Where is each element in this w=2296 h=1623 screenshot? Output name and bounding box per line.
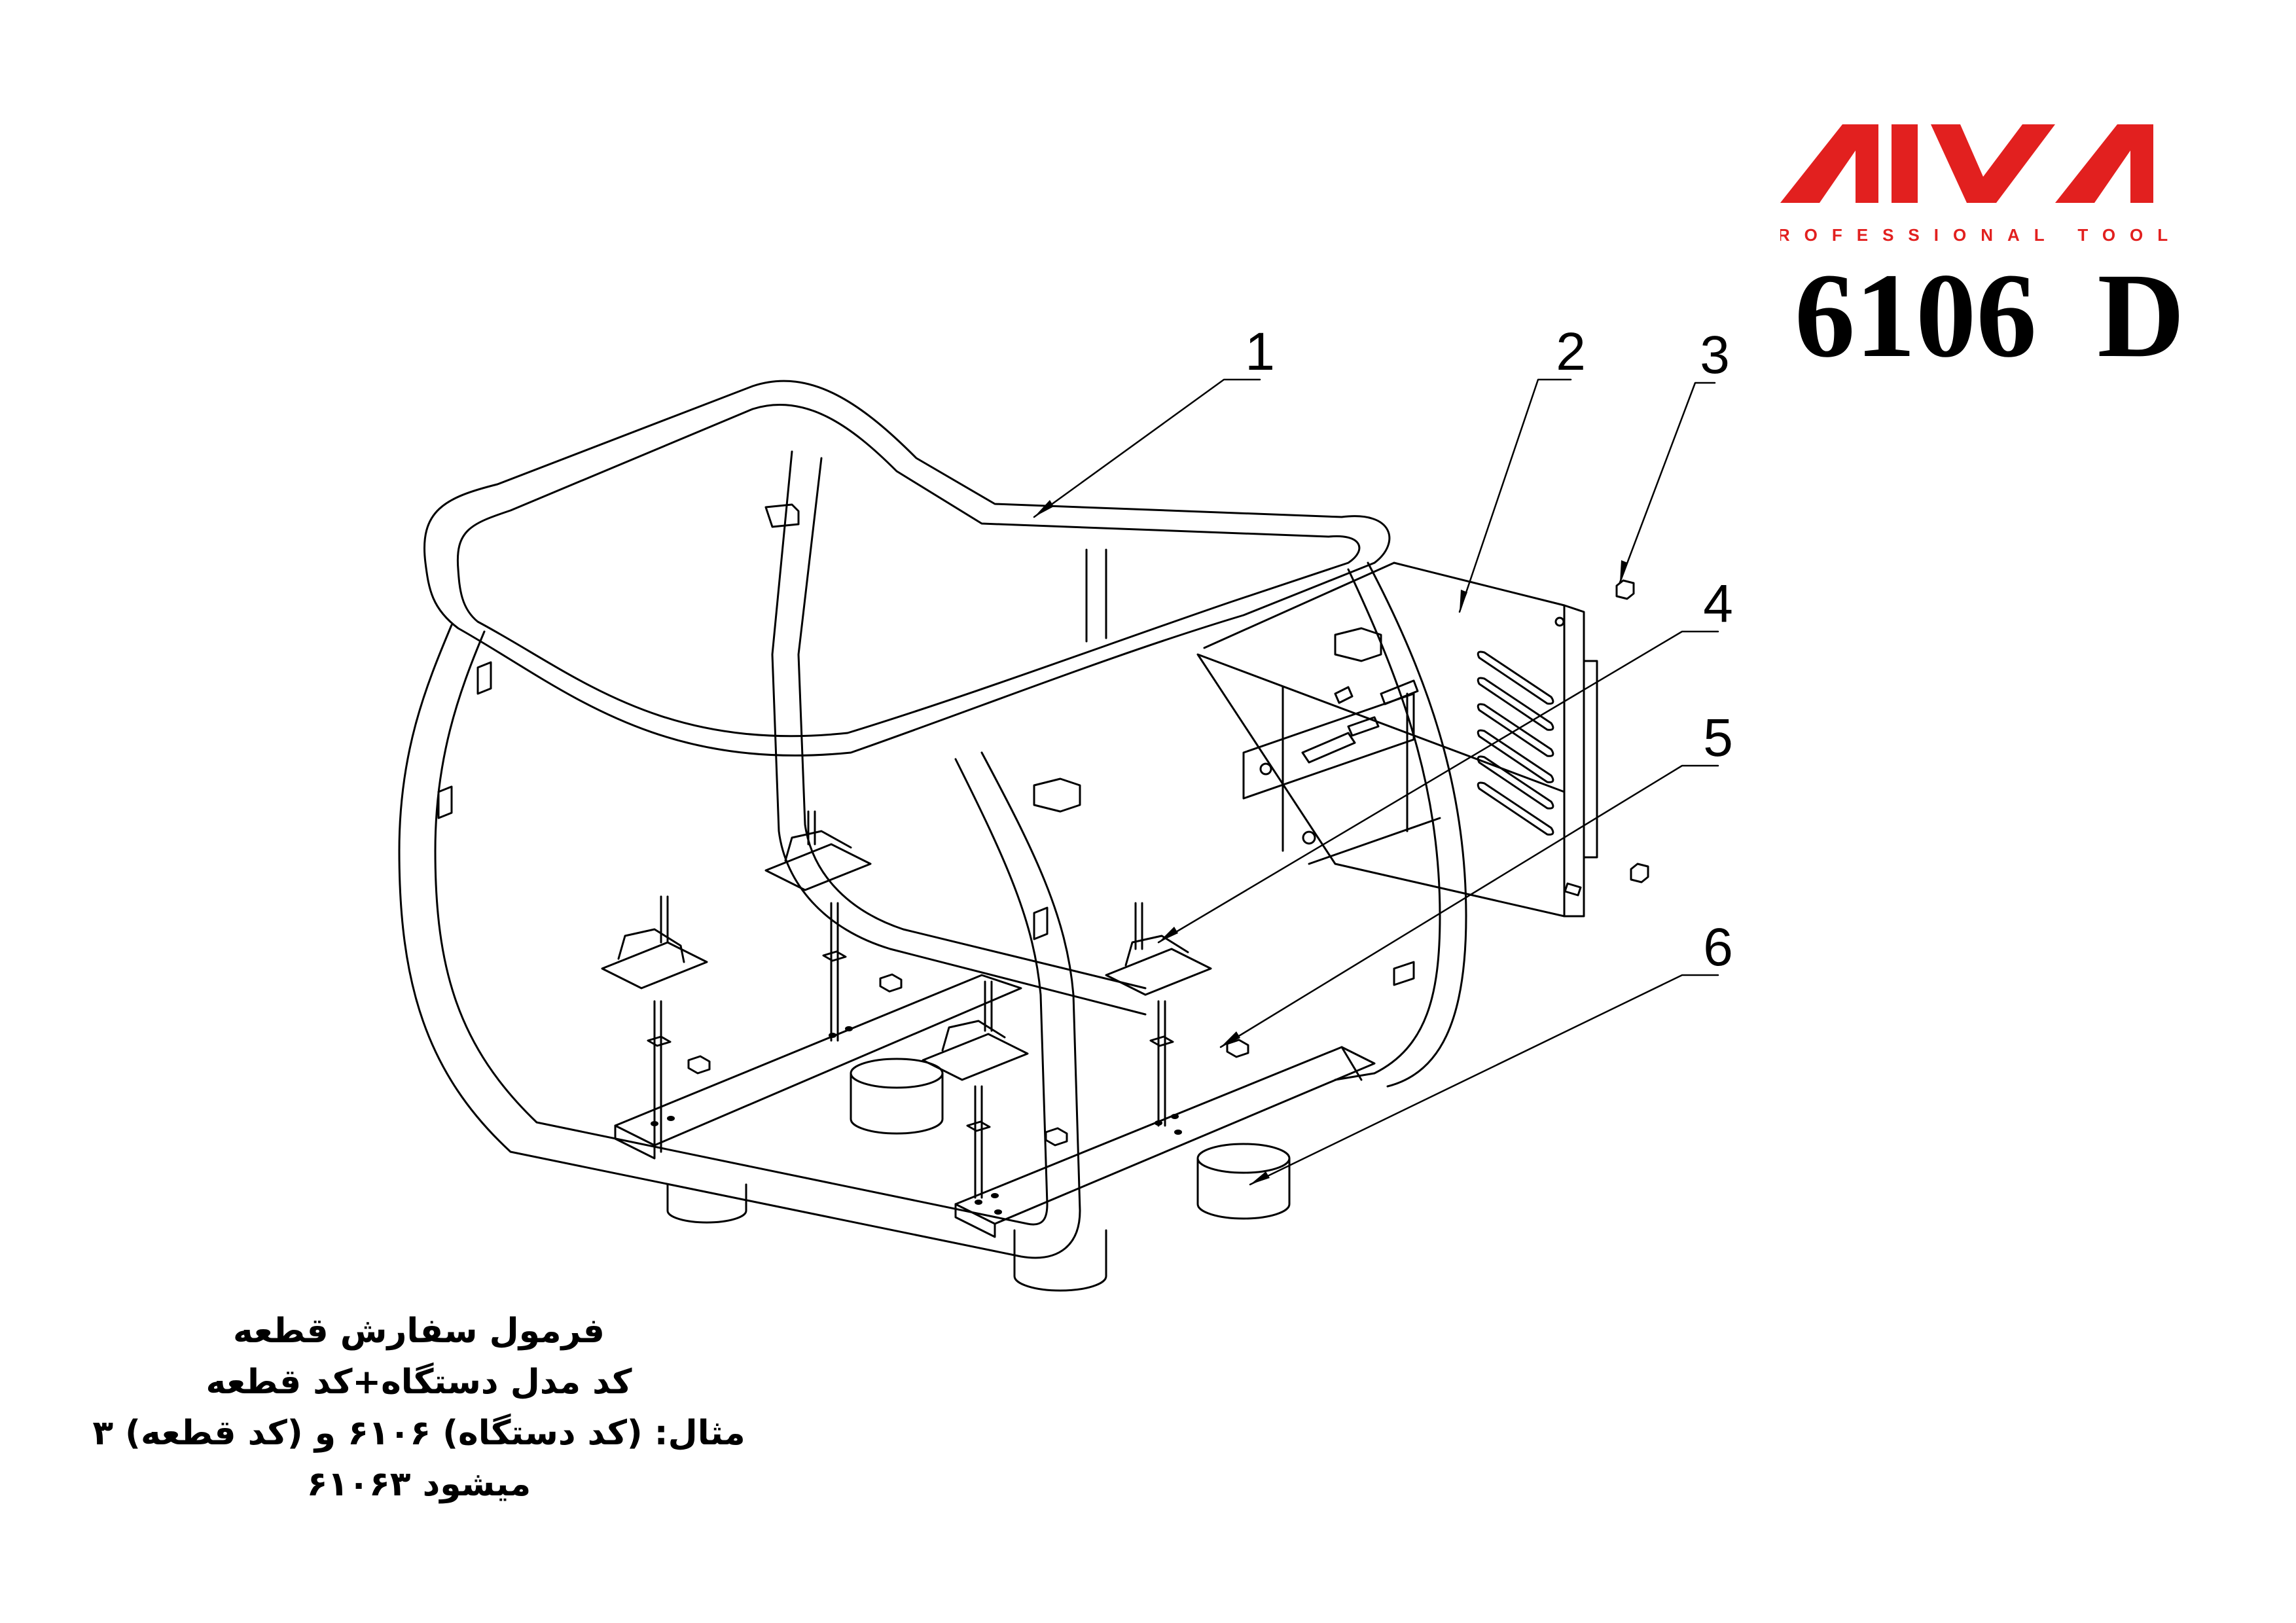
mount-3 (922, 980, 1029, 1199)
tube-frame (398, 380, 1467, 1259)
callout-4: 4 (1703, 574, 1733, 633)
callout-2: 2 (1556, 322, 1586, 382)
mount-2 (764, 810, 872, 1042)
part-callouts: 1 2 3 4 5 6 (1245, 322, 1733, 977)
aiva-logo: PROFESSIONAL TOOLS (1780, 124, 2179, 245)
callout-3: 3 (1700, 325, 1730, 385)
order-formula-result: میشود ۶۱۰۶۳ (306, 1465, 531, 1504)
vent-slots (1477, 651, 1554, 836)
leader-arrowheads (1034, 500, 1628, 1185)
vibration-mounts (601, 810, 1249, 1199)
callout-1: 1 (1245, 322, 1275, 382)
leader-lines (1033, 378, 1719, 1186)
order-formula-title: فرمول سفارش قطعه (233, 1311, 605, 1351)
callout-5: 5 (1703, 708, 1733, 768)
inner-bracket (1242, 679, 1441, 865)
mount-4 (1105, 902, 1212, 1127)
model-code: 6106 D (1794, 249, 2185, 383)
screws (1615, 579, 1649, 883)
order-formula-rule: کد مدل دستگاه+کد قطعه (206, 1363, 632, 1402)
logo-tagline: PROFESSIONAL TOOLS (1780, 225, 2179, 245)
order-formula-example: مثال: (کد دستگاه) ۶۱۰۶ و (کد قطعه) ۳ (92, 1414, 745, 1453)
rubber-feet (666, 1058, 1291, 1292)
housing-panel (1196, 562, 1598, 918)
callout-6: 6 (1703, 918, 1733, 977)
mount-1 (601, 895, 708, 1153)
order-formula: فرمول سفارش قطعه کد مدل دستگاه+کد قطعه م… (72, 1306, 766, 1510)
base-rails (614, 974, 1376, 1238)
